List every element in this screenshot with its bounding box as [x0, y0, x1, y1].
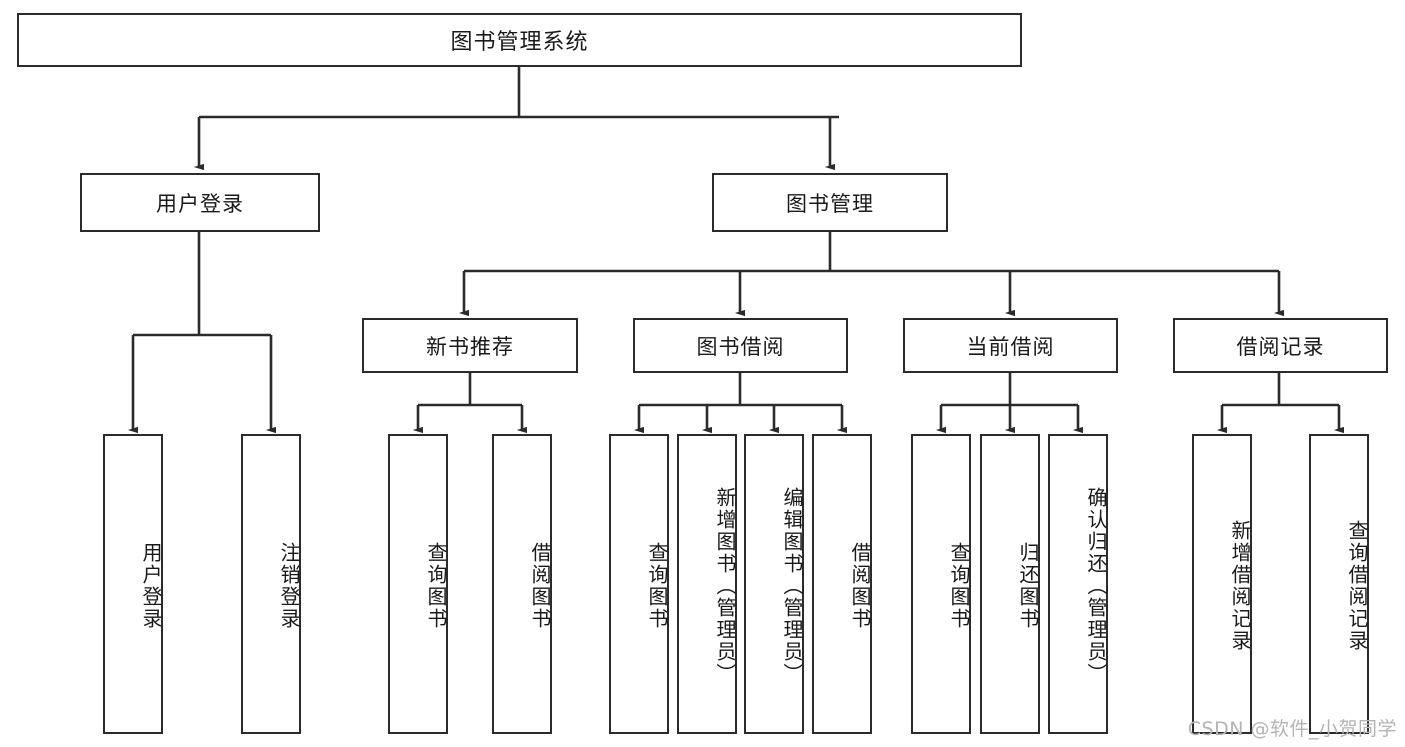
node-leaf-query-book-2-label: 查询图书	[645, 542, 669, 630]
node-leaf-query-book-1-label: 查询图书	[424, 542, 448, 630]
node-leaf-query-book-3[interactable]: 查询图书	[911, 434, 971, 734]
node-leaf-query-record-label: 查询借阅记录	[1345, 520, 1369, 652]
node-leaf-edit-book[interactable]: 编辑图书（管理员）	[744, 434, 804, 734]
node-book-borrow[interactable]: 图书借阅	[633, 318, 848, 373]
node-leaf-confirm-return[interactable]: 确认归还（管理员）	[1048, 434, 1108, 734]
node-leaf-add-record[interactable]: 新增借阅记录	[1192, 434, 1252, 734]
node-leaf-borrow-book-1[interactable]: 借阅图书	[492, 434, 552, 734]
node-leaf-user-login-label: 用户登录	[139, 542, 163, 630]
node-leaf-borrow-book-2-label: 借阅图书	[848, 542, 872, 630]
node-leaf-borrow-book-1-label: 借阅图书	[528, 542, 552, 630]
node-leaf-query-book-3-label: 查询图书	[947, 542, 971, 630]
node-borrow-record[interactable]: 借阅记录	[1173, 318, 1388, 373]
node-leaf-add-record-label: 新增借阅记录	[1228, 520, 1252, 652]
node-leaf-add-book-label: 新增图书（管理员）	[713, 487, 737, 685]
node-leaf-edit-book-label: 编辑图书（管理员）	[780, 487, 804, 685]
node-book-management[interactable]: 图书管理	[712, 173, 948, 232]
node-leaf-query-book-1[interactable]: 查询图书	[388, 434, 448, 734]
node-user-login[interactable]: 用户登录	[80, 173, 320, 232]
node-leaf-logout-login-label: 注销登录	[277, 542, 301, 630]
node-leaf-query-book-2[interactable]: 查询图书	[609, 434, 669, 734]
node-leaf-return-book[interactable]: 归还图书	[980, 434, 1040, 734]
node-leaf-logout-login[interactable]: 注销登录	[241, 434, 301, 734]
node-leaf-borrow-book-2[interactable]: 借阅图书	[812, 434, 872, 734]
node-leaf-return-book-label: 归还图书	[1016, 542, 1040, 630]
node-current-borrow[interactable]: 当前借阅	[903, 318, 1118, 373]
node-leaf-user-login[interactable]: 用户登录	[103, 434, 163, 734]
node-leaf-add-book[interactable]: 新增图书（管理员）	[677, 434, 737, 734]
node-leaf-query-record[interactable]: 查询借阅记录	[1309, 434, 1369, 734]
node-root-book-management-system[interactable]: 图书管理系统	[17, 13, 1022, 67]
node-new-book-recommend[interactable]: 新书推荐	[362, 318, 578, 373]
node-leaf-confirm-return-label: 确认归还（管理员）	[1084, 487, 1108, 685]
csdn-watermark: CSDN @软件_小贺同学	[1187, 718, 1397, 740]
